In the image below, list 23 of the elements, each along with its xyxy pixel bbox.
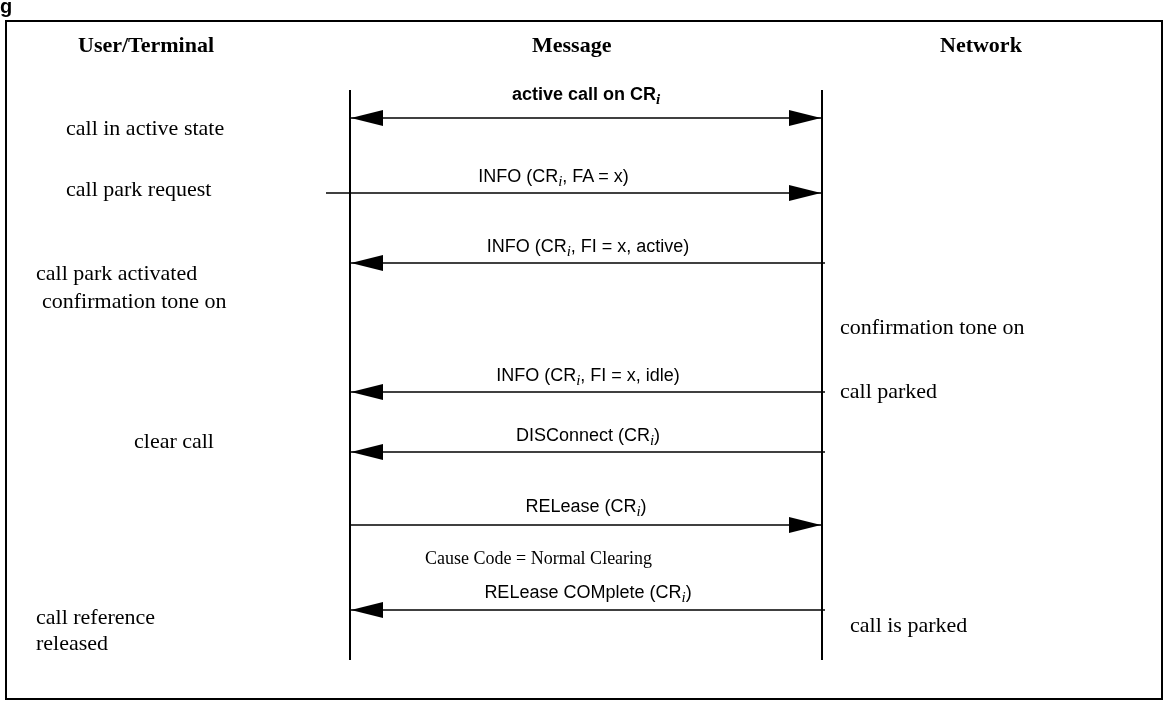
message-arrow bbox=[325, 185, 822, 201]
state-note: clear call bbox=[134, 428, 214, 455]
lifeline bbox=[349, 90, 351, 660]
message-arrow bbox=[350, 444, 826, 460]
state-note: call is parked bbox=[850, 612, 968, 639]
column-heading: User/Terminal bbox=[78, 32, 215, 59]
state-note: confirmation tone on bbox=[42, 288, 227, 315]
message-arrow bbox=[350, 384, 826, 400]
figure-title-fragment: g bbox=[0, 0, 13, 18]
message-arrow bbox=[350, 110, 822, 126]
lifeline bbox=[821, 90, 823, 660]
state-note: call parked bbox=[840, 378, 938, 405]
cause-note: Cause Code = Normal Clearing bbox=[425, 548, 653, 570]
column-heading: Message bbox=[532, 32, 612, 59]
message-arrow bbox=[350, 602, 826, 618]
column-heading: Network bbox=[940, 32, 1022, 59]
state-note: confirmation tone on bbox=[840, 314, 1025, 341]
message-arrow bbox=[350, 255, 826, 271]
state-note: call park request bbox=[66, 176, 212, 203]
state-note: call in active state bbox=[66, 115, 225, 142]
state-note: call park activated bbox=[36, 260, 198, 287]
state-note: call reference released bbox=[36, 604, 157, 657]
message-arrow bbox=[350, 517, 822, 533]
